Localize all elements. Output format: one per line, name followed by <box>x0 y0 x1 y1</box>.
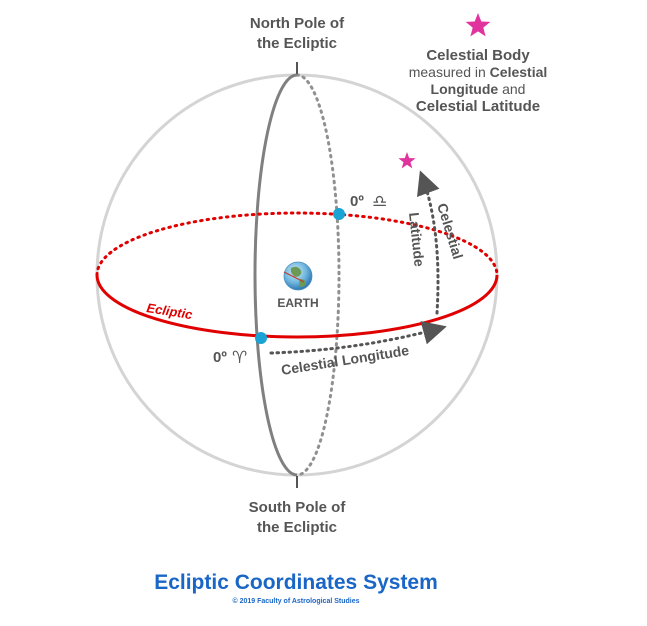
legend-line4: Celestial Latitude <box>416 98 540 115</box>
legend-line2-bold: Celestial <box>490 64 548 80</box>
ecliptic-label: Ecliptic <box>146 300 195 322</box>
south-pole-label-line2: the Ecliptic <box>257 519 337 536</box>
legend-line2: measured in Celestial <box>409 64 548 80</box>
ecliptic-front <box>95 274 499 339</box>
legend-line3-normal: and <box>498 81 525 97</box>
aries-degree-label: 0º <box>213 349 227 366</box>
diagram-title: Ecliptic Coordinates System <box>154 571 438 594</box>
libra-degree-label: 0º <box>350 193 364 210</box>
north-pole-label-line1: North Pole of <box>250 15 345 32</box>
legend-line2-normal: measured in <box>409 64 490 80</box>
legend-line3: Longitude and <box>431 81 526 97</box>
legend-line3-bold: Longitude <box>431 81 499 97</box>
celestial-latitude-arrow <box>416 170 440 315</box>
meridian-front <box>253 73 298 477</box>
celestial-longitude-arrow <box>269 321 447 355</box>
meridian-back <box>295 73 341 477</box>
libra-symbol: ♎ <box>372 192 387 212</box>
legend-star-icon <box>465 13 491 37</box>
earth-icon <box>283 261 313 291</box>
north-pole-label-line2: the Ecliptic <box>257 35 337 52</box>
aries-symbol: ♈ <box>232 348 247 368</box>
ecliptic-back <box>95 211 499 277</box>
celestial-body-star-icon <box>398 152 416 169</box>
copyright-text: © 2019 Faculty of Astrological Studies <box>232 597 359 605</box>
celestial-latitude-label-2: Latitude <box>406 212 428 268</box>
libra-point <box>333 208 345 220</box>
legend-line1: Celestial Body <box>426 47 530 64</box>
south-pole-label-line1: South Pole of <box>249 499 347 516</box>
aries-point <box>255 332 267 344</box>
earth-label: EARTH <box>277 296 318 310</box>
